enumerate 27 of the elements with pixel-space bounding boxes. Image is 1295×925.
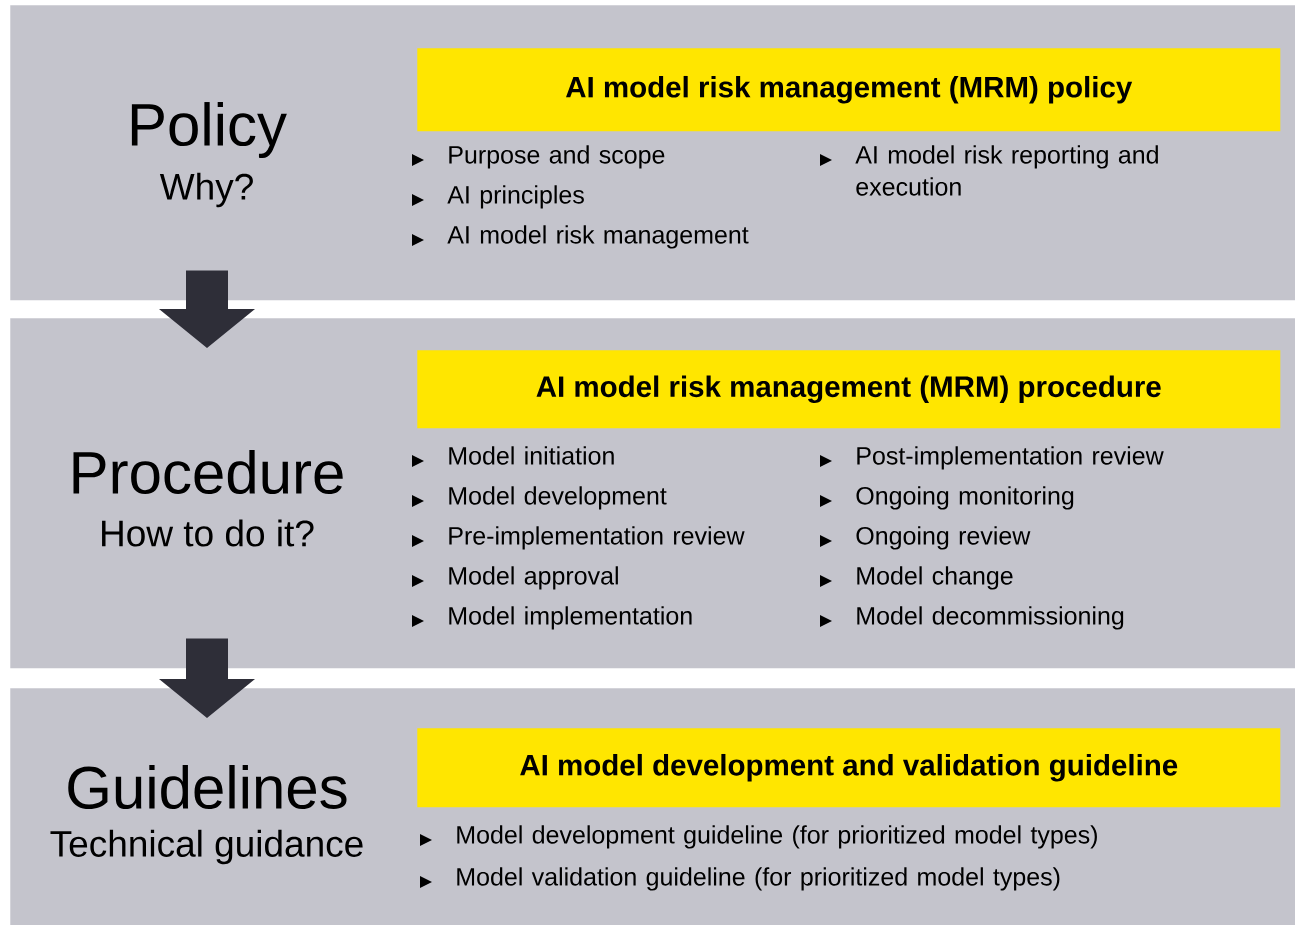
subheading: How to do it? — [102, 519, 314, 547]
bullet-text: Model change — [857, 566, 1013, 590]
bullet-text: Model initiation — [449, 446, 614, 465]
heading: Procedure — [73, 450, 343, 495]
title-banner: AI model risk management (MRM) policy — [417, 48, 1281, 132]
bullet-text: Model implementation — [449, 606, 692, 630]
subheading: Why? — [159, 172, 253, 208]
bullet-text: Model validation guideline (for prioritized model types) — [457, 867, 1060, 891]
heading: Policy — [131, 102, 287, 158]
bullet-text: Model development guideline (for prioritized model types) — [457, 825, 1097, 849]
bullet-text: Ongoing monitoring — [856, 486, 1074, 510]
block-arrow — [159, 638, 255, 718]
block-arrow — [159, 270, 255, 348]
subheading: Technical guidance — [50, 829, 363, 865]
bullet-text: Model decommissioning — [857, 606, 1124, 630]
bullet-text: AI principles — [447, 185, 584, 209]
title-banner: AI model development and validation guideline — [417, 728, 1281, 808]
bullet-text: Purpose and scope — [449, 145, 665, 169]
bullet-text: AI model risk reporting and execution — [855, 145, 1158, 196]
bullet-text: Pre-implementation review — [449, 526, 745, 550]
bullet-text: AI model risk management — [447, 225, 749, 249]
bullet-text: Post-implementation review — [857, 446, 1164, 470]
heading: Guidelines — [68, 765, 347, 810]
bullet-text: Model approval — [449, 566, 618, 590]
title-banner: AI model risk management (MRM) procedure — [417, 350, 1281, 429]
bullet-text: Model development — [449, 486, 667, 510]
bullet-text: Ongoing review — [856, 526, 1031, 550]
